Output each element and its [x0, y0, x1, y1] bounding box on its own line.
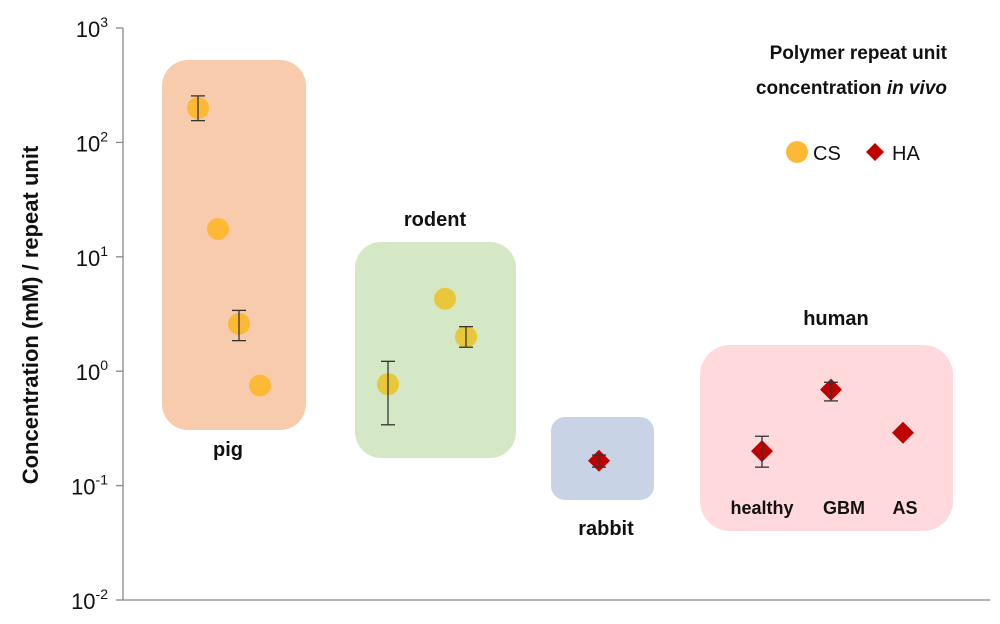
error-bar — [824, 381, 838, 402]
y-tick-label: 103 — [76, 14, 108, 42]
cs-point-pig — [207, 217, 229, 240]
sublabel-gbm: GBM — [823, 498, 865, 518]
group-label-pig: pig — [213, 439, 243, 461]
y-ticks: 10-2 10-1 100 101 102 103 — [71, 14, 123, 614]
chart-title-line2-prefix: concentration — [756, 78, 887, 99]
error-bar — [232, 309, 246, 342]
data-points — [187, 95, 914, 472]
group-label-rabbit: rabbit — [578, 518, 634, 540]
ha-point-as — [892, 421, 914, 444]
group-label-rodent: rodent — [404, 209, 467, 231]
error-bar — [592, 454, 606, 468]
group-label-human: human — [803, 308, 869, 330]
cs-point-pig — [249, 374, 271, 397]
sublabel-healthy: healthy — [730, 498, 793, 518]
y-tick-label: 10-2 — [71, 586, 108, 614]
group-box-human — [700, 345, 953, 531]
y-tick-label: 102 — [76, 128, 108, 156]
legend-cs-label: CS — [813, 143, 841, 165]
group-box-rodent — [355, 242, 516, 458]
y-tick-label: 100 — [76, 357, 108, 385]
error-bar — [191, 95, 205, 122]
cs-point-rodent — [434, 287, 456, 310]
legend-ha-label: HA — [892, 143, 920, 165]
y-axis-label: Concentration (mM) / repeat unit — [18, 145, 43, 484]
error-bar — [381, 360, 395, 426]
chart-title-line2-italic: in vivo — [887, 78, 947, 99]
legend: CS HA — [786, 141, 920, 165]
legend-cs-marker — [786, 141, 808, 163]
legend-ha-marker — [866, 143, 884, 161]
group-boxes — [162, 60, 953, 531]
group-box-pig — [162, 60, 306, 430]
error-bar — [459, 326, 473, 348]
sublabel-as: AS — [892, 498, 917, 518]
y-tick-label: 10-1 — [71, 472, 108, 500]
chart-title-line2: concentration in vivo — [756, 78, 947, 99]
chart-title-line1: Polymer repeat unit — [770, 43, 948, 64]
y-tick-label: 101 — [76, 243, 108, 271]
error-bar — [755, 435, 769, 468]
